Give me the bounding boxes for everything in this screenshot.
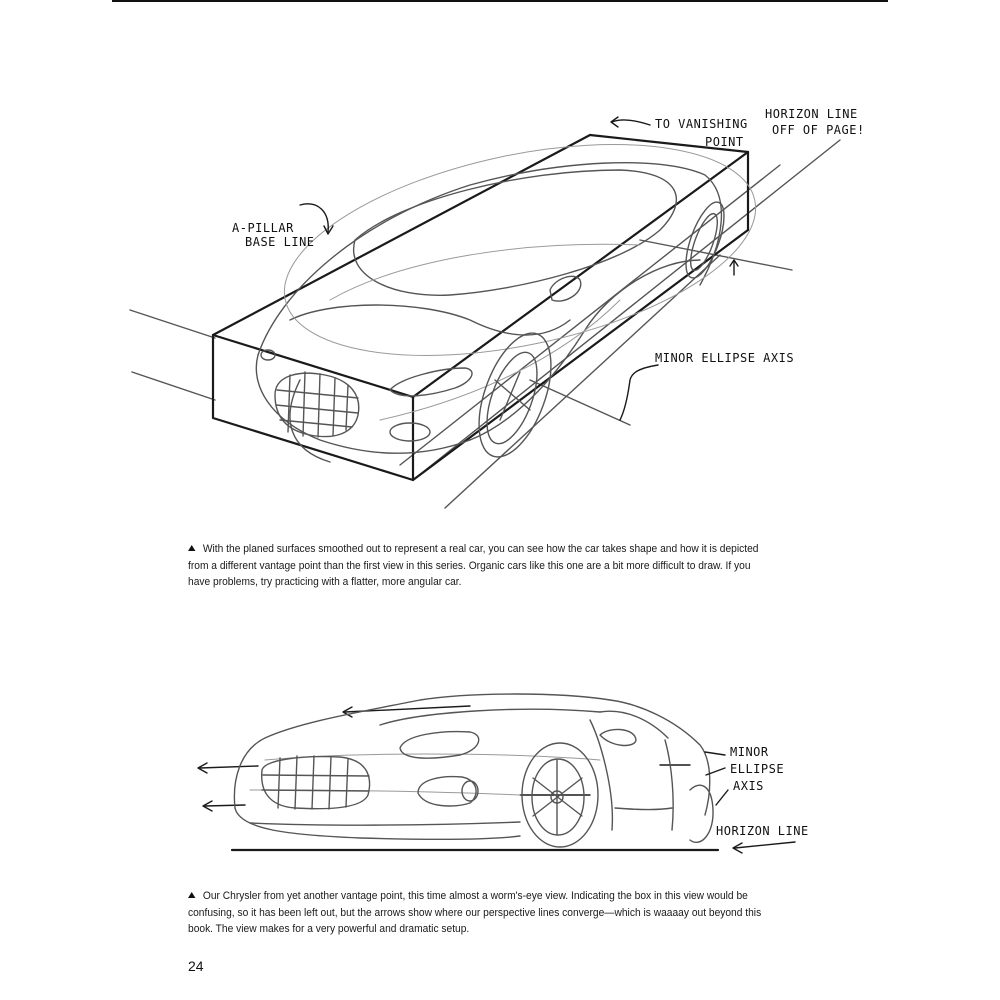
front-wheel (478, 332, 552, 458)
label-arrows-1 (299, 116, 739, 421)
rear-wheel-side (689, 784, 714, 843)
label-minor-axis-2c: AXIS (733, 779, 764, 793)
label-horizon-2: OFF OF PAGE! (772, 123, 865, 137)
caption-figure-1-text: With the planed surfaces smoothed out to… (188, 543, 759, 588)
label-vanishing-1: TO VANISHING (655, 117, 748, 131)
figure-1-car-sketch: TO VANISHING POINT HORIZON LINE OFF OF P… (0, 90, 1000, 520)
caption-figure-2: Our Chrysler from yet another vantage po… (188, 888, 765, 938)
label-minor-axis-1: MINOR ELLIPSE AXIS (655, 351, 794, 365)
headlamps (260, 349, 473, 442)
lamps-side (399, 728, 637, 807)
car-construction-lines (283, 144, 757, 421)
label-a-pillar-2: BASE LINE (245, 235, 315, 249)
front-grille (274, 371, 360, 438)
label-vanishing-2: POINT (705, 135, 744, 149)
front-wheel-side (521, 742, 599, 848)
label-horizon-line-2: HORIZON LINE (716, 824, 809, 838)
label-a-pillar-1: A-PILLAR (232, 221, 294, 235)
label-horizon-1: HORIZON LINE (765, 107, 858, 121)
label-minor-axis-2a: MINOR (730, 745, 769, 759)
perspective-box (211, 133, 750, 482)
caption-figure-1: With the planed surfaces smoothed out to… (188, 541, 765, 591)
perspective-guides (129, 139, 841, 509)
triangle-bullet-icon (188, 545, 196, 551)
page-number: 24 (188, 958, 204, 974)
triangle-bullet-icon (188, 892, 196, 898)
figure-2-car-sketch: MINOR ELLIPSE AXIS HORIZON LINE (0, 685, 1000, 875)
label-arrows-2 (704, 751, 729, 806)
perspective-arrows (197, 705, 796, 854)
car-body-side (233, 693, 711, 841)
top-rule (112, 0, 888, 2)
caption-figure-2-text: Our Chrysler from yet another vantage po… (188, 890, 762, 935)
label-minor-axis-2b: ELLIPSE (730, 762, 784, 776)
car-body-top (255, 161, 723, 463)
grille-side (261, 755, 371, 810)
rear-wheel (685, 201, 725, 279)
